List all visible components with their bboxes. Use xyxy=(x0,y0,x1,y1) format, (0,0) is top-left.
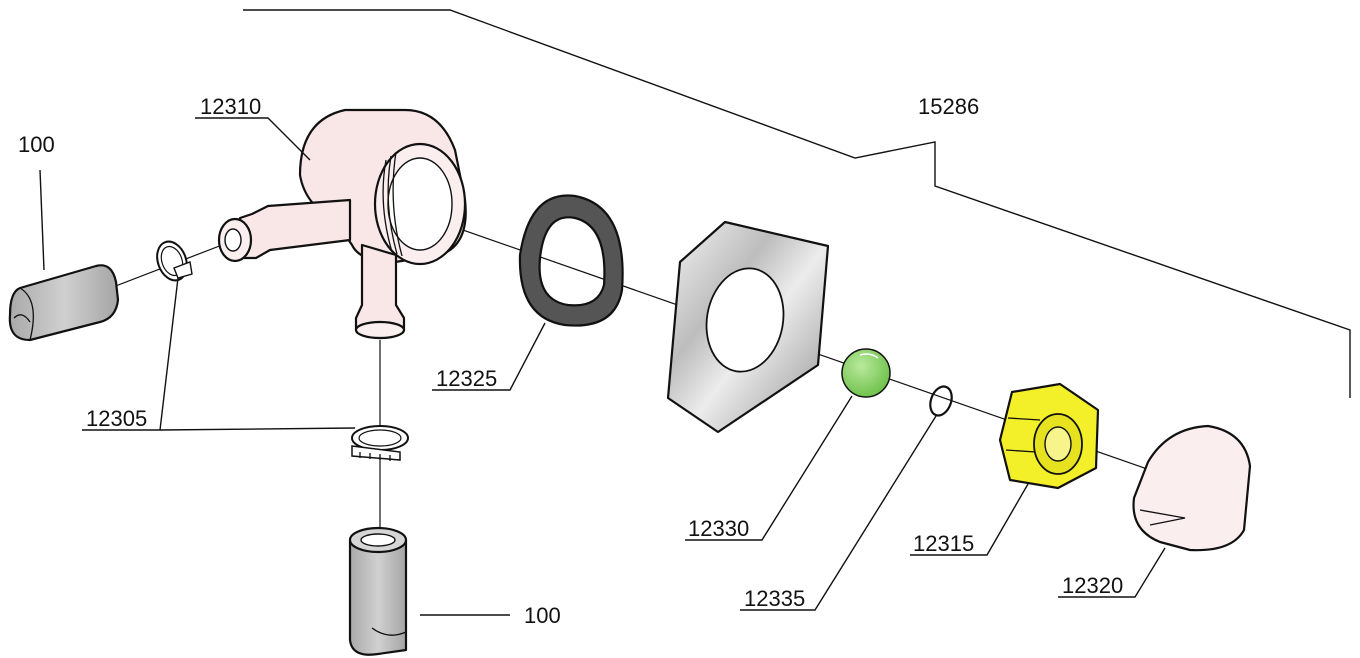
hose-bottom xyxy=(348,526,408,656)
label-hose-clamp: 12305 xyxy=(86,406,147,431)
label-gasket: 12325 xyxy=(436,366,497,391)
label-hose-left: 100 xyxy=(18,132,55,157)
leader-12330 xyxy=(685,395,853,541)
label-hose-bottom: 100 xyxy=(524,603,561,628)
hex-nut xyxy=(998,382,1100,490)
end-cap xyxy=(1132,424,1252,552)
label-cap: 12320 xyxy=(1062,573,1123,598)
hose-clamp-bottom xyxy=(351,425,409,461)
label-o-ring: 12335 xyxy=(744,586,805,611)
leader-12305-bottom xyxy=(159,427,356,431)
leader-12335 xyxy=(740,415,937,611)
o-ring xyxy=(929,385,953,417)
leader-100-left xyxy=(39,169,45,271)
leader-12310 xyxy=(195,117,311,161)
label-nut: 12315 xyxy=(913,531,974,556)
label-plate-ball: 12330 xyxy=(688,516,749,541)
leader-12320 xyxy=(1058,547,1166,598)
wall-plate xyxy=(666,220,830,434)
label-assembly: 15286 xyxy=(918,94,979,119)
hose-left xyxy=(8,264,120,342)
gasket xyxy=(518,194,624,327)
leader-12325 xyxy=(432,322,546,391)
label-tee-fitting: 12310 xyxy=(200,94,261,119)
ball xyxy=(841,348,891,398)
leader-12315 xyxy=(910,483,1029,556)
tee-fitting xyxy=(217,108,467,340)
hose-clamp-left xyxy=(156,240,193,282)
assembly-bracket-line xyxy=(243,9,1351,398)
